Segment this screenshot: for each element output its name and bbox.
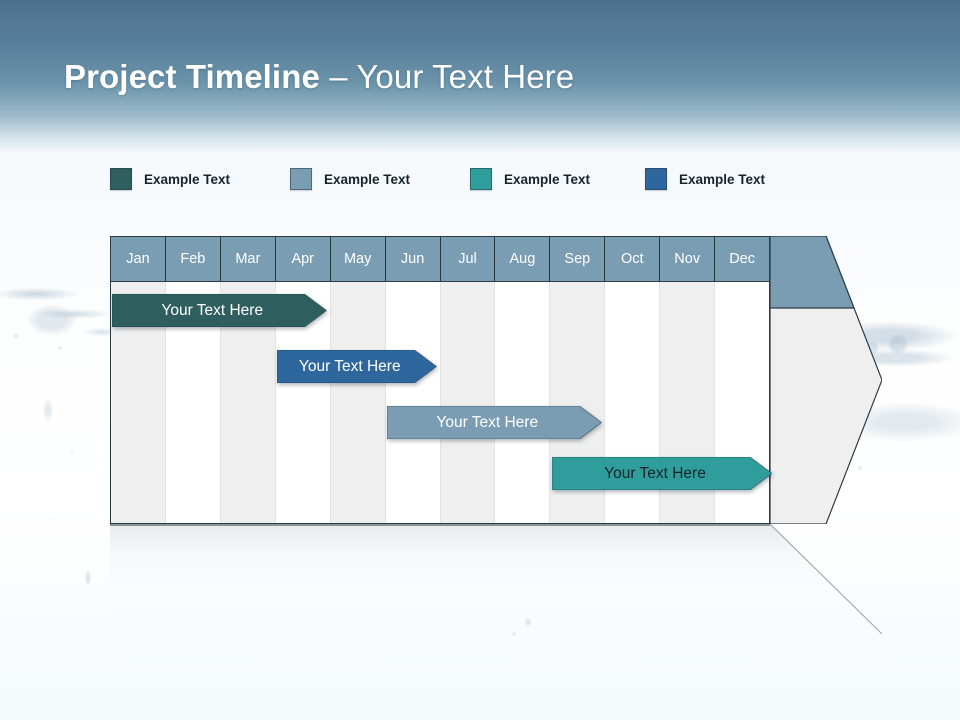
timeline-bar-label: Your Text Here [298, 357, 401, 375]
timeline-bar-2[interactable]: Your Text Here [277, 350, 437, 383]
page-title-bold: Project Timeline [64, 58, 320, 95]
month-header-sep[interactable]: Sep [550, 237, 606, 281]
month-header-jul[interactable]: Jul [441, 237, 496, 281]
timeline-bar-arrow-icon [112, 294, 327, 327]
timeline-column-apr [276, 282, 331, 523]
legend-item-label: Example Text [679, 171, 766, 187]
legend: Example Text Example Text Example Text Exam… [110, 168, 810, 194]
color-swatch-icon [470, 168, 492, 190]
legend-item-1[interactable]: Example Text [110, 168, 230, 190]
color-swatch-icon [110, 168, 132, 190]
timeline-column-feb [166, 282, 221, 523]
month-header-jan[interactable]: Jan [111, 237, 166, 281]
timeline-bar-3[interactable]: Your Text Here [387, 406, 602, 439]
timeline-column-jun [386, 282, 441, 523]
page-title-separator: – [319, 58, 357, 95]
page-title-light: Your Text Here [356, 58, 575, 95]
timeline-bar-1[interactable]: Your Text Here [112, 294, 327, 327]
timeline-column-jul [440, 282, 496, 523]
timeline-bar-arrow-icon [387, 406, 602, 439]
month-header-feb[interactable]: Feb [166, 237, 221, 281]
legend-item-4[interactable]: Example Text [645, 168, 765, 190]
color-swatch-icon [290, 168, 312, 190]
legend-item-label: Example Text [324, 171, 411, 187]
month-header-dec[interactable]: Dec [729, 251, 755, 267]
timeline-bar-label: Your Text Here [436, 413, 539, 431]
page-title: Project Timeline – Your Text Here [64, 58, 574, 96]
month-header-mar[interactable]: Mar [221, 237, 276, 281]
month-header-oct[interactable]: Oct [605, 237, 661, 281]
month-header-nov[interactable]: Nov [660, 237, 716, 281]
month-header-apr[interactable]: Apr [276, 237, 331, 281]
legend-item-2[interactable]: Example Text [290, 168, 410, 190]
month-header-may[interactable]: May [331, 237, 386, 281]
timeline-bar-label: Your Text Here [161, 301, 264, 319]
header-gradient-band [0, 0, 960, 150]
timeline-bar-label: Your Text Here [604, 464, 706, 482]
timeline-arrow-head-icon [770, 236, 882, 524]
month-header-aug[interactable]: Aug [495, 237, 551, 281]
legend-item-3[interactable]: Example Text [470, 168, 590, 190]
timeline-column-aug [495, 282, 551, 523]
color-swatch-icon [645, 168, 667, 190]
timeline-bar-4[interactable]: Your Text Here [552, 457, 772, 490]
timeline-column-may [330, 282, 386, 523]
legend-item-label: Example Text [504, 171, 591, 187]
timeline-bar-arrow-icon [552, 457, 772, 490]
legend-item-label: Example Text [144, 171, 231, 187]
timeline-bar-arrow-icon [277, 350, 437, 383]
timeline-column-oct [605, 282, 661, 523]
month-header-jun[interactable]: Jun [386, 237, 441, 281]
